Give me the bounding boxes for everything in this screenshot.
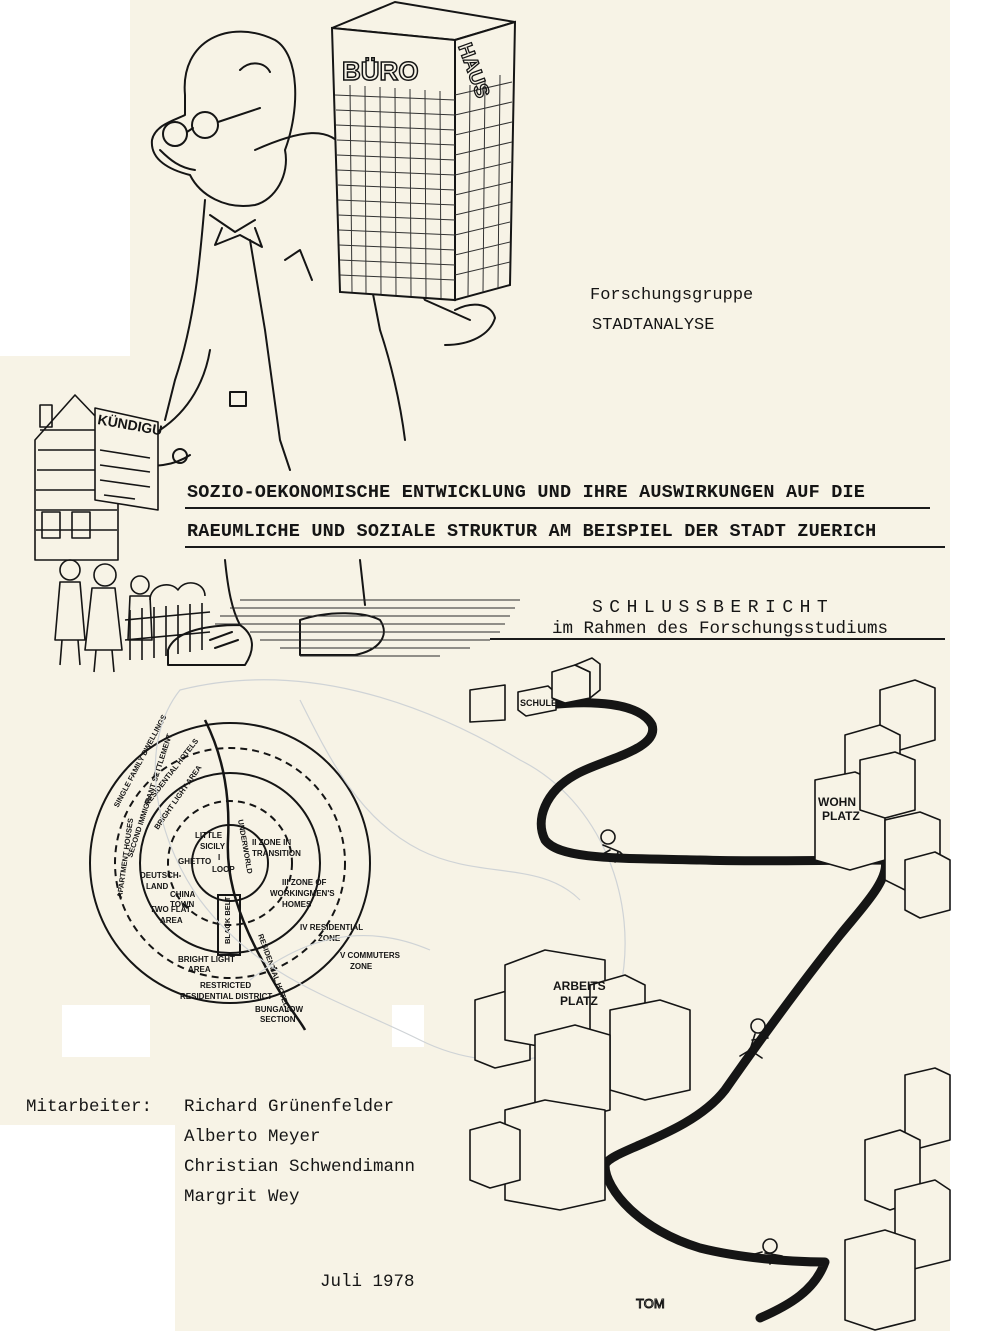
school-sign: SCHULE <box>520 698 557 708</box>
svg-text:AREA: AREA <box>160 916 183 925</box>
svg-text:IV RESIDENTIAL: IV RESIDENTIAL <box>300 923 363 932</box>
svg-text:PLATZ: PLATZ <box>822 809 860 823</box>
concentric-zone-diagram: I LOOP II ZONE IN TRANSITION III ZONE OF… <box>89 713 401 1031</box>
svg-text:V COMMUTERS: V COMMUTERS <box>340 951 401 960</box>
running-commuters <box>595 829 791 1265</box>
artist-signature: TOM <box>636 1296 665 1311</box>
report-context: im Rahmen des Forschungsstudiums <box>552 619 889 639</box>
staff-member: Richard Grünenfelder <box>184 1097 395 1117</box>
scan-cutout-top-left <box>0 0 130 356</box>
svg-text:WORKINGMEN'S: WORKINGMEN'S <box>270 889 335 898</box>
staff-member: Margrit Wey <box>184 1187 300 1207</box>
svg-text:LITTLE: LITTLE <box>195 831 223 840</box>
commuter-road <box>536 698 890 1323</box>
svg-text:BLACK BELT: BLACK BELT <box>223 896 232 944</box>
paper-patch <box>62 1005 150 1057</box>
workplace-sign: ARBEITS <box>553 979 606 993</box>
title-underline-2 <box>185 546 945 548</box>
scan-cutout-bottom-left <box>0 1125 175 1331</box>
svg-text:RESIDENTIAL DISTRICT: RESIDENTIAL DISTRICT <box>180 992 272 1001</box>
staff-member: Christian Schwendimann <box>184 1157 416 1177</box>
svg-text:ZONE: ZONE <box>350 962 373 971</box>
office-tower: BÜRO HAUS <box>330 0 517 302</box>
svg-text:CHINA: CHINA <box>170 890 196 899</box>
svg-text:TOWN: TOWN <box>170 900 195 909</box>
svg-text:PLATZ: PLATZ <box>560 994 598 1008</box>
tower-sign-left: BÜRO <box>342 56 419 86</box>
svg-text:LAND: LAND <box>146 882 168 891</box>
svg-text:II ZONE IN: II ZONE IN <box>252 838 291 847</box>
svg-text:I: I <box>218 853 220 862</box>
report-underline <box>490 638 945 640</box>
publication-date: Juli 1978 <box>320 1272 415 1292</box>
svg-text:III ZONE OF: III ZONE OF <box>282 878 327 887</box>
report-title-line-1: SOZIO-OEKONOMISCHE ENTWICKLUNG UND IHRE … <box>187 482 866 503</box>
svg-text:BRIGHT LIGHT: BRIGHT LIGHT <box>178 955 235 964</box>
svg-text:AREA: AREA <box>188 965 211 974</box>
research-group-subtitle: STADTANALYSE <box>592 316 715 335</box>
svg-text:TWO FLAT: TWO FLAT <box>150 905 191 914</box>
staff-member: Alberto Meyer <box>184 1127 321 1147</box>
svg-text:ZONE: ZONE <box>318 934 341 943</box>
house-and-tenants: KÜNDIGU <box>34 394 211 673</box>
svg-text:SECTION: SECTION <box>260 1015 296 1024</box>
svg-text:BUNGALOW: BUNGALOW <box>255 1005 303 1014</box>
city-blocks: SCHULE WOHN PLATZ ARBEITS PLATZ <box>469 657 951 1331</box>
svg-text:LOOP: LOOP <box>212 865 235 874</box>
svg-text:GHETTO: GHETTO <box>178 857 211 866</box>
residence-sign: WOHN <box>818 795 856 809</box>
businessman-caricature <box>137 30 496 666</box>
svg-text:HOMES: HOMES <box>282 900 312 909</box>
report-type: SCHLUSSBERICHT <box>592 598 835 618</box>
svg-text:SICILY: SICILY <box>200 842 226 851</box>
title-underline-1 <box>185 507 930 509</box>
svg-text:DEUTSCH-: DEUTSCH- <box>140 871 182 880</box>
staff-label: Mitarbeiter: <box>26 1097 153 1117</box>
floor-shading <box>215 599 520 657</box>
report-title-line-2: RAEUMLICHE UND SOZIALE STRUKTUR AM BEISP… <box>187 521 877 542</box>
svg-text:TRANSITION: TRANSITION <box>252 849 301 858</box>
scan-margin <box>950 0 1000 1331</box>
research-group-name: Forschungsgruppe <box>590 286 754 305</box>
svg-text:RESTRICTED: RESTRICTED <box>200 981 251 990</box>
